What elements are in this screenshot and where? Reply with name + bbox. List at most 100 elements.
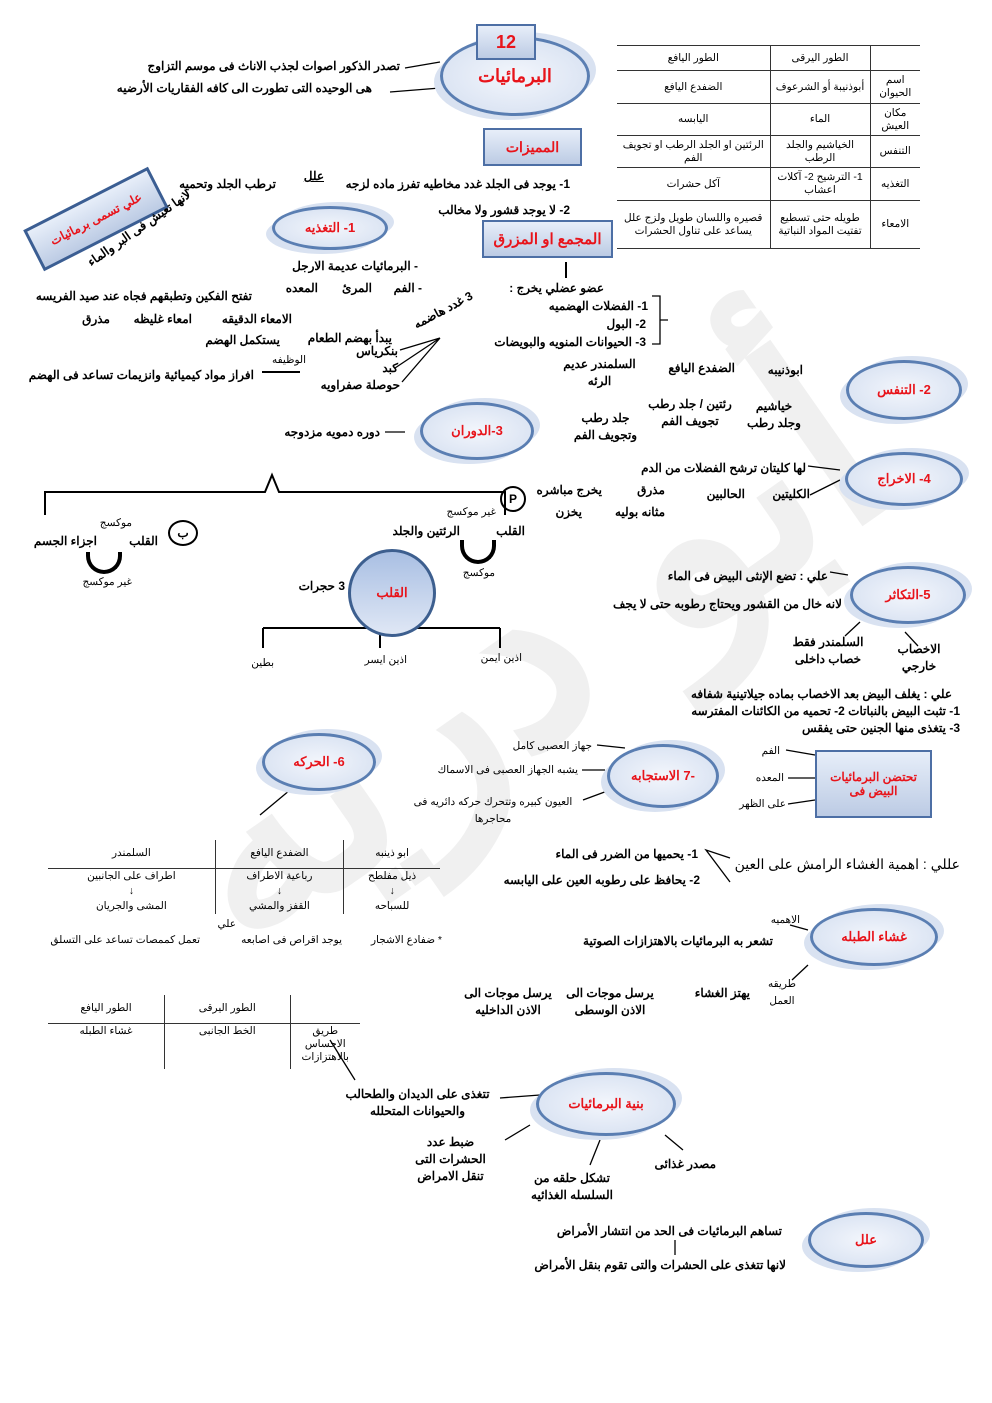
why-label: علل xyxy=(303,169,324,183)
table-cell: اليابسه xyxy=(617,103,771,136)
eardrum-method-label: طريقه العمل xyxy=(767,978,796,1007)
excretion-organ: الحالبين xyxy=(706,487,745,501)
heart-chambers: 3 حجرات xyxy=(298,579,345,593)
response-item: جهاز العصبى كامل xyxy=(512,740,592,752)
nutrition-cloud: 1- التغذيه xyxy=(272,206,388,250)
excretion-organ: مذرق xyxy=(637,483,665,497)
disease-label: علل xyxy=(855,1232,877,1247)
response-cloud: -7 الاستجابه xyxy=(607,744,719,808)
excretion-text: لها كليتان ترشح الفضلات من الدم xyxy=(641,461,806,475)
heart-label: القلب xyxy=(496,524,525,538)
circulation-label: 3-الدوران xyxy=(451,423,503,438)
excretion-text: يخرج مباشره xyxy=(536,483,602,497)
table-cell: التغذيه xyxy=(870,167,920,201)
digestive-part: امعاء غليظه xyxy=(133,312,192,326)
table-cell: آكل حشرات xyxy=(617,167,771,201)
table-cell: الرئتين او الجلد الرطب او تجويف الفم xyxy=(617,135,771,168)
eardrum-label: غشاء الطبله xyxy=(841,929,907,944)
table-cell: الضفدع اليافع xyxy=(617,70,771,104)
title-name: البرمائيات xyxy=(478,65,552,86)
respiration-organ: جلد رطب وتجويف الفم xyxy=(573,411,638,442)
reproduction-text: لانه خال من القشور ويحتاج رطوبه حتى لا ي… xyxy=(612,597,842,611)
ecology-label: بنية البرمائيات xyxy=(568,1096,644,1111)
heart-part: اذين ايمن xyxy=(480,652,522,664)
digestive-part: - الفم xyxy=(393,281,422,295)
excretion-organ: مثانه بوليه xyxy=(614,505,665,519)
table-cell: طويله حتى تسطيع تفتيت المواد النباتية xyxy=(770,200,871,249)
title-cloud: البرمائيات xyxy=(440,36,590,116)
blood-label: غير موكسج xyxy=(446,506,496,518)
table-cell: ذيل مفلطح xyxy=(367,869,417,882)
respiration-animal: ابوذنيبه xyxy=(767,363,803,377)
disease-question: تساهم البرمائيات فى الحد من انتشار الأمر… xyxy=(556,1224,782,1238)
reproduction-cloud: 5-التكاثر xyxy=(850,566,966,624)
excretion-organ: الكليتين xyxy=(772,487,810,501)
excretion-cloud: 4- الاخراج xyxy=(845,452,963,506)
table-cell: للسباحه xyxy=(374,899,410,912)
digestive-note: يبدأ بهضم الطعام xyxy=(307,331,392,345)
digestive-part: الامعاء الدقيقه xyxy=(221,312,292,326)
table-cell: قصيره واللسان طويل ولزج علل يساعد على تن… xyxy=(617,200,771,249)
ecology-cloud: بنية البرمائيات xyxy=(536,1072,676,1136)
movement-cloud: 6- الحركه xyxy=(262,733,376,791)
brooding-place: المعده xyxy=(755,772,784,784)
circulation-arrow xyxy=(86,552,122,574)
digestive-note: يستكمل الهضم xyxy=(205,333,280,347)
reproduction-text: 1- تثبت البيض بالنباتات 2- تحميه من الكا… xyxy=(691,704,960,718)
table-cell xyxy=(870,45,920,71)
table-cell: اسم الحيوان xyxy=(870,70,920,104)
cloaca-item: 2- البول xyxy=(606,317,646,331)
eardrum-importance: تشعر به البرمائيات بالاهتزازات الصوتية xyxy=(583,934,773,948)
body-label: اجزاء الجسم xyxy=(33,534,97,548)
eardrum-step: يهتز الغشاء xyxy=(694,986,750,1000)
feature-item: 1- يوجد فى الجلد غدد مخاطيه تفرز ماده لز… xyxy=(345,177,570,191)
response-item: العيون كبيره وتتحرك حركه دائريه فى محاجر… xyxy=(413,796,573,825)
intro-line: هى الوحيده التى تطورت الى كافه الفقاريات… xyxy=(116,81,372,95)
excretion-text: يخزن xyxy=(555,505,582,519)
ecology-item: تتغذى على الديدان والطحالب والحيوانات ال… xyxy=(345,1087,490,1118)
nutrition-label: 1- التغذيه xyxy=(304,220,356,235)
reproduction-label: 5-التكاثر xyxy=(885,587,931,602)
respiration-animal: السلمندر عديم الرئه xyxy=(563,357,636,388)
digestive-part: المعده xyxy=(285,281,318,295)
feature-result: ترطب الجلد وتحميه xyxy=(179,177,276,191)
cloaca-item: 1- الفضلات الهضميه xyxy=(548,299,648,313)
tree-frog-text: يوجد اقراص فى اصابعه xyxy=(241,934,342,946)
respiration-label: 2- التنفس xyxy=(877,382,931,397)
table-cell: ابو ذينبه xyxy=(343,840,440,869)
table-cell: مكان العيش xyxy=(870,103,920,136)
systemic-circuit-marker: ب xyxy=(168,520,198,546)
respiration-organ: رئتين / جلد رطب تجويف الفم xyxy=(648,397,732,428)
circulation-text: دوره دمويه مزدوجه xyxy=(284,425,380,439)
eardrum-importance-label: الاهميه xyxy=(770,914,800,926)
table-cell: الطور اليافع xyxy=(48,995,166,1024)
tree-frog-text: * ضفادع الاشجار xyxy=(370,934,442,946)
heart-part: اذين ايسر xyxy=(364,654,407,666)
table-cell xyxy=(290,995,360,1024)
reproduction-text: 3- يتغذى منها الجنين حتى يفقس xyxy=(802,721,960,735)
eardrum-step: يرسل موجات الى الاذن الوسطى xyxy=(566,986,654,1017)
respiration-cloud: 2- التنفس xyxy=(846,360,962,420)
respiration-organ: خياشيم وجلد رطب xyxy=(747,399,801,430)
table-cell: الطور اليرقى xyxy=(770,45,871,71)
excretion-label: 4- الاخراج xyxy=(877,471,931,486)
table-cell: السلمندر xyxy=(48,840,216,869)
brooding-place: الفم xyxy=(761,745,780,757)
brooding-place: على الظهر xyxy=(739,798,786,810)
eyelid-answer: 2- يحافظ على رطوبه العين على اليابسه xyxy=(503,873,700,887)
blood-label: موكسج xyxy=(99,517,132,529)
blood-label: موكسج xyxy=(462,567,495,579)
table-cell: ↓ xyxy=(389,884,395,897)
gland: بنكرياس xyxy=(356,344,398,358)
response-label: -7 الاستجابه xyxy=(631,768,695,783)
pulmonary-circuit-marker: P xyxy=(500,486,526,512)
fertilization-external: الاخصاب خارجي xyxy=(897,642,941,673)
digestive-part: المرئ xyxy=(342,281,372,295)
ecology-item: ضبط عدد الحشرات التى تنقل الامراض xyxy=(415,1135,486,1183)
brooding-box: تحتضن البرمائيات البيض فى xyxy=(815,750,932,818)
function-text: افراز مواد كيميائية وانزيمات تساعد فى ال… xyxy=(28,368,254,382)
disease-answer: لانها تتغذى على الحشرات والتى تقوم بنقل … xyxy=(534,1258,786,1272)
table-cell: ↓ xyxy=(48,883,216,899)
table-cell: المشى والجريان xyxy=(48,898,216,914)
